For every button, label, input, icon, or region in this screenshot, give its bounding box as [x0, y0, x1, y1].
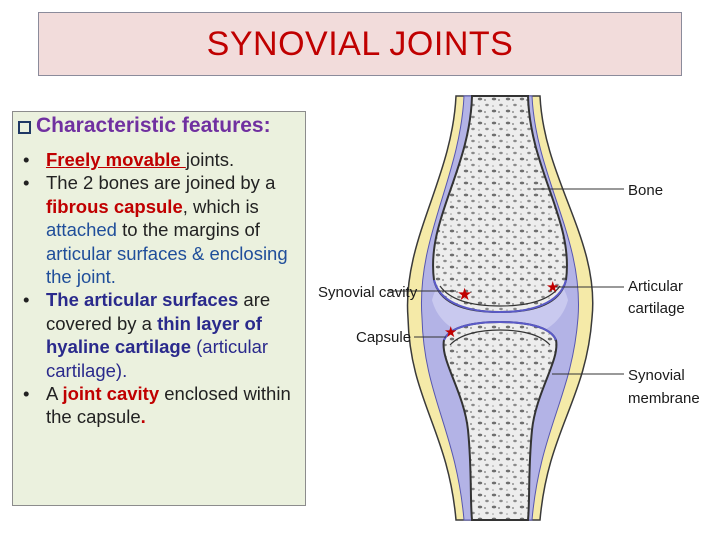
feature-text: joints.: [185, 149, 235, 170]
cartilage-star-icon: ★: [546, 278, 559, 296]
label-cartilage: cartilage: [628, 300, 685, 317]
label-synovial-cavity: Synovial cavity: [318, 284, 418, 301]
feature-item-freely-movable: Freely movable joints.: [14, 148, 304, 172]
label-articular: Articular: [628, 278, 683, 295]
capsule-star-icon: ★: [444, 323, 457, 341]
label-membrane: membrane: [628, 390, 700, 407]
articular-surfaces-bold: The articular surfaces: [46, 289, 239, 311]
feature-text: , which is: [182, 195, 259, 217]
title-banner: SYNOVIAL JOINTS: [38, 12, 682, 76]
articular-cartilage-note: (articular cartilage).: [46, 336, 269, 381]
feature-item-fibrous-capsule: The 2 bones are joined by a fibrous caps…: [14, 171, 304, 288]
feature-text: to the margins of: [116, 219, 260, 241]
feature-text: enclosed within the capsule: [46, 383, 291, 428]
label-capsule: Capsule: [356, 329, 411, 346]
features-heading-text: Characteristic features:: [36, 114, 271, 137]
feature-text: are covered by a: [46, 289, 271, 334]
cavity-star-icon: ★: [457, 285, 472, 305]
feature-text: The 2 bones are joined by a: [46, 172, 276, 194]
feature-item-joint-cavity: A joint cavity enclosed within the capsu…: [14, 382, 304, 429]
lower-articular-cartilage: [443, 320, 557, 341]
feature-text: .: [140, 406, 146, 428]
fibrous-capsule-term: fibrous capsule: [46, 195, 183, 217]
hyaline-cartilage-term: thin layer of hyaline cartilage: [46, 312, 262, 358]
checkbox-bullet-icon: [18, 120, 31, 134]
page-title: SYNOVIAL JOINTS: [206, 24, 514, 63]
label-bone: Bone: [628, 182, 663, 199]
label-synovial: Synovial: [628, 367, 685, 384]
joint-cavity-term: joint cavity: [62, 383, 160, 405]
synovial-joint-diagram: ★ ★ ★ Bone Articular cartilage Synovial …: [318, 95, 700, 521]
feature-text: A: [46, 383, 63, 405]
attached-term: attached: [46, 219, 117, 241]
freely-movable-term: Freely movable: [46, 149, 186, 170]
features-heading: Characteristic features:: [18, 114, 271, 138]
features-list: Freely movable joints. The 2 bones are j…: [14, 148, 304, 429]
feature-item-articular-surfaces: The articular surfaces are covered by a …: [14, 288, 304, 382]
upper-articular-cartilage: [433, 279, 567, 314]
articular-surfaces-term: articular surfaces & enclosing the joint…: [46, 242, 288, 288]
